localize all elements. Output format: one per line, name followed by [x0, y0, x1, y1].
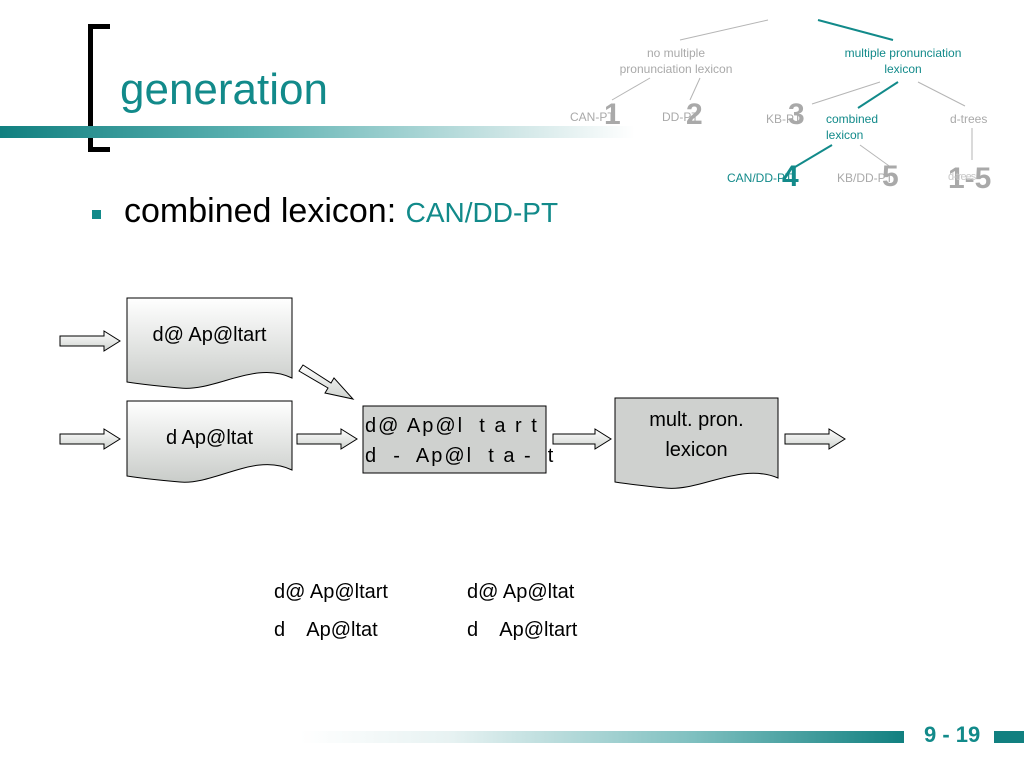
arrow-input-top [59, 330, 121, 352]
page-number: 9 - 19 [924, 722, 981, 747]
tree-node-dd-pt: DD-PT [662, 110, 699, 124]
arrow-output [784, 428, 846, 450]
document-shape-top [126, 297, 293, 389]
bullet-marker [92, 210, 101, 219]
input-bottom-label: d Ap@ltat [165, 427, 254, 449]
bullet-text: combined lexicon: [124, 192, 406, 230]
output-label: mult. pron. lexicon [649, 409, 744, 461]
page-title: generation [120, 65, 328, 114]
title-bracket [88, 24, 110, 152]
tree-node-can-pt: CAN-PT [570, 110, 615, 124]
sequence-col2-row1: d@ Ap@ltat [467, 581, 575, 603]
tree-number-2: 2 [686, 98, 703, 131]
alignment-row-2: d - Ap@l t a - t [365, 445, 556, 467]
arrow-to-alignment [296, 428, 358, 450]
bullet-line: combined lexicon: CAN/DD-PT [124, 190, 558, 234]
input-top-label: d@ Ap@ltart [152, 324, 267, 346]
document-shape-bottom [126, 400, 293, 483]
tree-number-5: 5 [882, 160, 899, 193]
tree-node-can-dd-pt: CAN/DD-PT [727, 171, 793, 185]
tree-node-combined: combined lexicon [826, 112, 879, 142]
tree-number-1: 1 [604, 98, 621, 131]
sequence-col2-row2: d Ap@ltart [467, 619, 578, 641]
tree-number-1-5: 1-5 [948, 162, 992, 195]
sequence-col1-row1: d@ Ap@ltart [274, 581, 388, 603]
alignment-row-1: d@ Ap@l t a r t [365, 415, 539, 437]
arrow-to-output [552, 428, 612, 450]
tree-node-no-multiple: no multiple pronunciation lexicon [619, 46, 733, 76]
tree-node-d-trees: d-trees [950, 112, 988, 126]
title-underline-bar [0, 126, 1024, 138]
tree-number-4: 4 [782, 160, 799, 193]
document-shape-output [614, 397, 779, 489]
alignment-box [362, 405, 547, 474]
arrow-diagonal [298, 364, 355, 400]
arrow-input-bottom [59, 428, 121, 450]
tree-node-d-trees-leaf: d-trees [948, 171, 976, 183]
tree-number-3: 3 [788, 98, 805, 131]
tree-node-multiple: multiple pronunciation lexicon [844, 46, 962, 76]
bullet-accent-text: CAN/DD-PT [405, 197, 559, 228]
footer-bar-end [994, 731, 1024, 743]
footer-bar [300, 731, 904, 743]
tree-node-kb-dd-pt: KB/DD-PT [837, 171, 894, 185]
sequence-col1-row2: d Ap@ltat [274, 619, 378, 641]
tree-node-kb-pt: KB-PT [766, 112, 802, 126]
